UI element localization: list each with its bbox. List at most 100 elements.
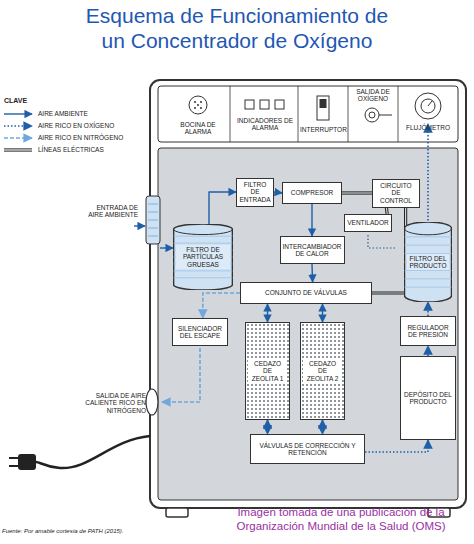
component-label: SILENCIADOR DEL ESCAPE — [175, 325, 225, 340]
legend-samples — [4, 114, 32, 150]
text-stack: VÁLVULAS DE CORRECCIÓN Y RETENCIÓN — [253, 442, 362, 457]
exhaust-outlet — [146, 348, 200, 415]
fan-airflow — [368, 235, 395, 248]
text-stack: REGULADOR DE PRESIÓN — [403, 324, 453, 339]
text-stack: CIRCUITO DE CONTROL — [375, 182, 417, 204]
text-stack: SILENCIADOR DEL ESCAPE — [175, 325, 225, 340]
flow-arrow — [274, 192, 282, 193]
connector-stroke — [322, 304, 323, 322]
component-box: REGULADOR DE PRESIÓN — [400, 316, 456, 346]
connector-stroke — [322, 420, 324, 434]
flow-arrow — [312, 264, 314, 282]
housing — [150, 80, 466, 517]
part-label: INTERRUPTOR — [300, 126, 346, 133]
filter-cylinder-box: FILTRO DE PARTÍCULAS GRUESAS — [173, 224, 233, 290]
component-label: INTERCAMBIADOR DE CALOR — [283, 243, 342, 258]
component-label: VÁLVULAS DE CORRECCIÓN Y RETENCIÓN — [253, 442, 362, 457]
part-label: SALIDA DE OXÍGENO — [350, 88, 396, 103]
connector-stroke — [342, 192, 372, 193]
oxygen-to-flowmeter — [428, 124, 429, 224]
power-switch — [317, 96, 329, 120]
component-box: DEPÓSITO DEL PRODUCTO — [400, 356, 456, 440]
flow-arrow — [267, 420, 268, 434]
alarm-indicators — [245, 100, 284, 109]
air-intake-grille — [146, 196, 160, 244]
flow-arrow — [267, 304, 268, 322]
legend-entry: AIRE RICO EN OXÍGENO — [38, 122, 142, 130]
text-stack: VENTILADOR — [347, 219, 389, 226]
flow-arrow — [209, 192, 236, 224]
connector-stroke — [342, 191, 372, 194]
text-stack: CEDAZO DE ZEOLITA 2 — [303, 359, 342, 383]
connector-stroke — [267, 420, 269, 434]
flow-arrow — [322, 420, 323, 434]
flow-arrow — [428, 346, 429, 356]
component-label: CIRCUITO DE CONTROL — [375, 182, 417, 204]
connector-stroke — [209, 192, 236, 224]
connector-stroke — [267, 304, 268, 322]
component-box: CONJUNTO DE VÁLVULAS — [240, 282, 372, 304]
flowmeter — [415, 93, 441, 119]
flow-arrow — [312, 204, 313, 236]
component-label: CEDAZO DE ZEOLITA 1 — [248, 359, 287, 383]
ambient-air-inflow — [134, 226, 173, 248]
diagram-title: Esquema de Funcionamiento de un Concentr… — [77, 3, 397, 53]
text-stack: FILTRO DEL PRODUCTO — [407, 254, 449, 271]
connector-stroke — [311, 204, 312, 236]
legend-entry: AIRE AMBIENTE — [38, 110, 142, 118]
component-box: VENTILADOR — [344, 214, 392, 232]
text-stack: FILTRO DE PARTÍCULAS GRUESAS — [176, 245, 230, 269]
source-note: Fuente: Por amable cortesía de PATH (201… — [2, 528, 202, 535]
component-label: FILTRO DE ENTRADA — [239, 181, 271, 203]
component-label: COMPRESOR — [291, 189, 334, 196]
legend-entry: LÍNEAS ELÉCTRICAS — [38, 146, 142, 154]
connector-stroke — [427, 302, 429, 316]
flow-arrow — [428, 302, 429, 316]
component-label: FILTRO DEL PRODUCTO — [407, 254, 449, 271]
component-label: CONJUNTO DE VÁLVULAS — [265, 289, 347, 296]
component-box: FILTRO DE ENTRADA — [236, 178, 274, 207]
electric-line — [342, 193, 372, 194]
text-stack: DEPÓSITO DEL PRODUCTO — [403, 391, 453, 406]
image-caption: Imagen tomada de una publicación de la O… — [210, 505, 472, 533]
part-label: BOCINA DE ALARMA — [170, 121, 226, 136]
component-box: SILENCIADOR DEL ESCAPE — [172, 318, 228, 346]
legend-entry: AIRE RICO EN NITRÓGENO — [38, 134, 142, 142]
text-stack: CEDAZO DE ZEOLITA 1 — [248, 359, 287, 383]
component-label: VENTILADOR — [347, 219, 389, 226]
component-box: COMPRESOR — [282, 182, 342, 204]
text-stack: INTERCAMBIADOR DE CALOR — [283, 243, 342, 258]
legend-heading: CLAVE — [4, 97, 64, 105]
text-stack: CONJUNTO DE VÁLVULAS — [265, 289, 347, 296]
flow-arrow — [365, 440, 428, 452]
text-stack: FILTRO DE ENTRADA — [239, 181, 271, 203]
connector-stroke — [365, 440, 428, 452]
flow-label: SALIDA DE AIRE CALIENTE RICO EN NITRÓGEN… — [70, 392, 146, 414]
component-box: CIRCUITO DE CONTROL — [372, 179, 420, 208]
oxygen-outlet — [365, 108, 392, 122]
component-label: REGULADOR DE PRESIÓN — [403, 324, 453, 339]
flow-arrow — [322, 304, 323, 322]
connector-stroke — [427, 346, 429, 356]
component-label: CEDAZO DE ZEOLITA 2 — [303, 359, 342, 383]
text-stack: COMPRESOR — [291, 189, 334, 196]
connector-stroke — [311, 264, 313, 282]
component-box: INTERCAMBIADOR DE CALOR — [280, 236, 345, 264]
alarm-buzzer — [189, 96, 207, 114]
component-label: FILTRO DE PARTÍCULAS GRUESAS — [176, 245, 230, 269]
flow-label: ENTRADA DE AIRE AMBIENTE — [88, 204, 138, 219]
connector-stroke — [203, 293, 240, 318]
flow-arrow — [203, 293, 240, 318]
part-label: INDICADORES DE ALARMA — [234, 117, 296, 132]
zeolite-sieve-box: CEDAZO DE ZEOLITA 1 — [245, 322, 290, 420]
part-label: FLUJÓMETRO — [400, 124, 456, 131]
component-label: DEPÓSITO DEL PRODUCTO — [403, 391, 453, 406]
power-cord — [9, 436, 150, 470]
connector-stroke — [274, 192, 282, 193]
filter-cylinder-box: FILTRO DEL PRODUCTO — [404, 222, 452, 302]
component-box: VÁLVULAS DE CORRECCIÓN Y RETENCIÓN — [250, 434, 365, 464]
zeolite-sieve-box: CEDAZO DE ZEOLITA 2 — [300, 322, 345, 420]
